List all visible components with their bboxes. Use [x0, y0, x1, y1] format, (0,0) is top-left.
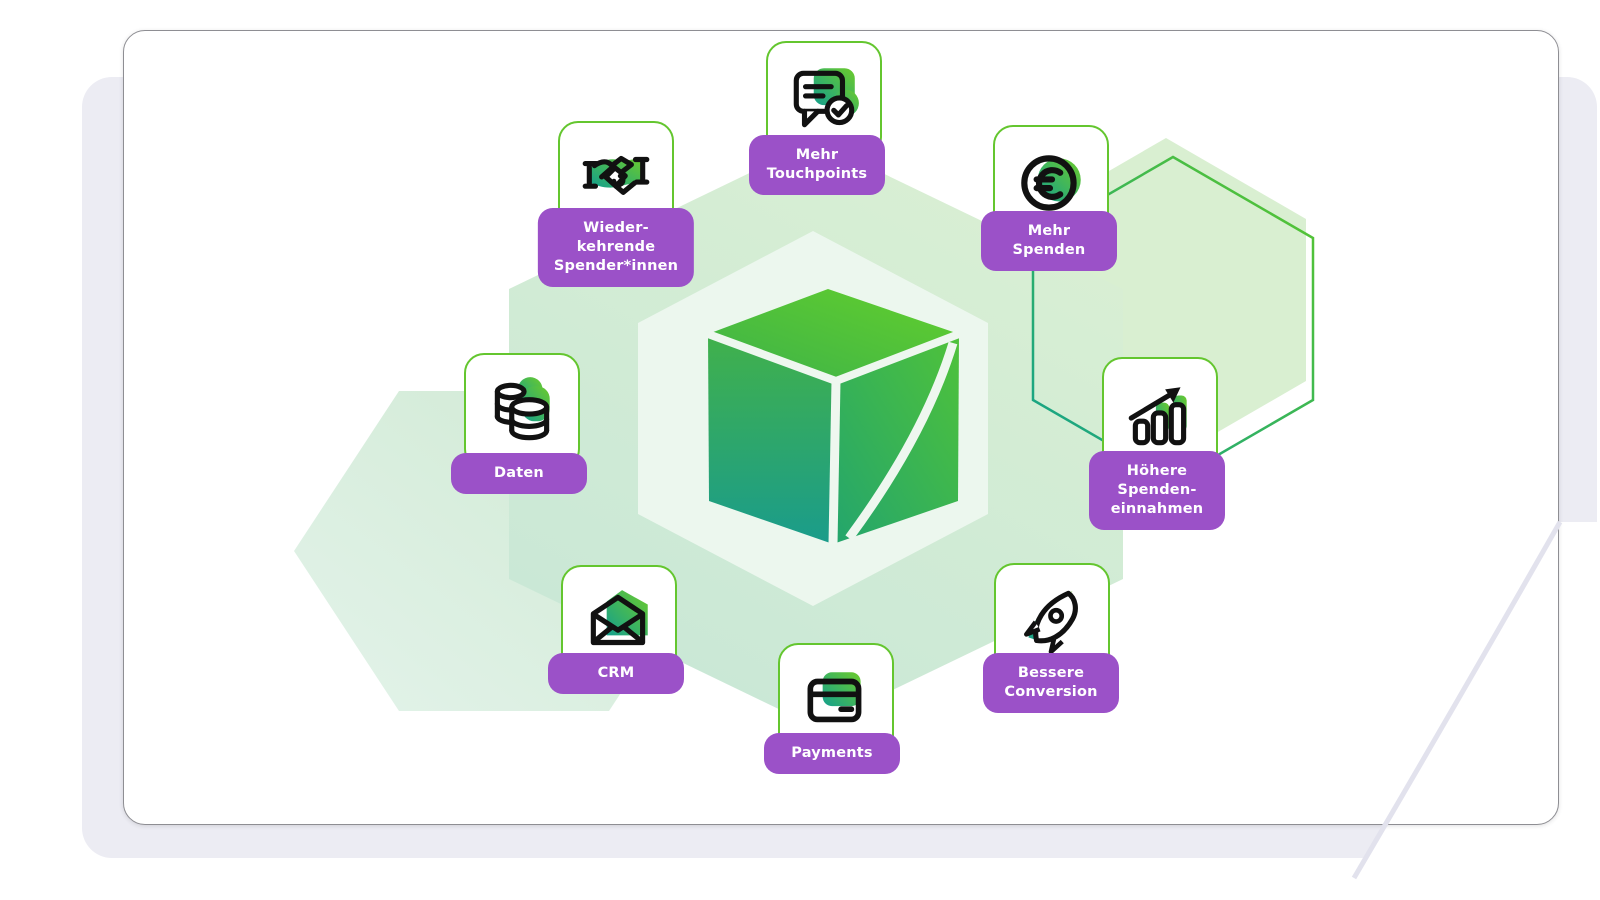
- database-icon: [494, 377, 550, 441]
- chat-approved-icon: [793, 68, 859, 128]
- label-mehr-touchpoints: Mehr Touchpoints: [749, 135, 885, 195]
- label-bessere-conversion: Bessere Conversion: [983, 653, 1119, 713]
- rocket-icon: [1024, 590, 1078, 655]
- green-cube-logo: [706, 289, 961, 545]
- open-envelope-icon: [590, 590, 648, 646]
- credit-card-icon: [807, 672, 862, 723]
- label-daten: Daten: [451, 453, 587, 494]
- label-hoehere-spendeneinnahmen: Höhere Spenden- einnahmen: [1089, 451, 1225, 530]
- label-crm: CRM: [548, 653, 684, 694]
- euro-coin-icon: [1021, 155, 1081, 211]
- label-payments: Payments: [764, 733, 900, 774]
- label-mehr-spenden: Mehr Spenden: [981, 211, 1117, 271]
- growth-chart-icon: [1128, 387, 1187, 446]
- handshake-icon: [582, 155, 650, 195]
- label-wiederkehrende-spenderinnen: Wieder- kehrende Spender*innen: [537, 208, 695, 287]
- frame-card: Mehr Touchpoints Mehr Spenden Höh: [123, 30, 1559, 825]
- card-daten: [464, 353, 580, 469]
